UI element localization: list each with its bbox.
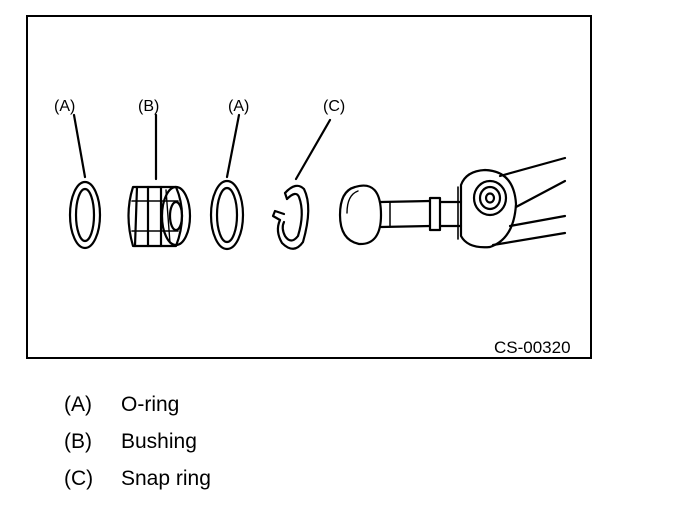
leader-line-c (294, 118, 332, 181)
legend: (A) O-ring (B) Bushing (C) Snap ring (64, 386, 211, 497)
legend-key-a: (A) (64, 393, 92, 416)
callout-c: (C) (323, 98, 345, 115)
legend-label-snap-ring: Snap ring (121, 467, 211, 490)
legend-key-c: (C) (64, 467, 94, 490)
figure-id: CS-00320 (494, 338, 571, 357)
legend-key-b: (B) (64, 430, 92, 453)
callout-a-right: (A) (228, 98, 249, 115)
shift-rod-assembly (338, 156, 567, 249)
legend-row-a: (A) O-ring (64, 386, 211, 423)
bushing (127, 185, 192, 248)
legend-label-bushing: Bushing (121, 430, 197, 453)
callout-b: (B) (138, 98, 159, 115)
callout-a-left: (A) (54, 98, 75, 115)
parts-diagram: (A) (B) (A) (C) CS-00320 (54, 98, 571, 357)
legend-row-b: (B) Bushing (64, 423, 211, 460)
leader-line-a-left (72, 113, 87, 179)
o-ring-left (68, 180, 102, 250)
leader-line-a-right (225, 113, 241, 179)
snap-ring (271, 184, 310, 250)
o-ring-right (209, 179, 245, 251)
legend-row-c: (C) Snap ring (64, 460, 211, 497)
legend-label-o-ring: O-ring (121, 393, 180, 416)
diagram-frame: (A) (B) (A) (C) CS-00320 (26, 15, 592, 359)
